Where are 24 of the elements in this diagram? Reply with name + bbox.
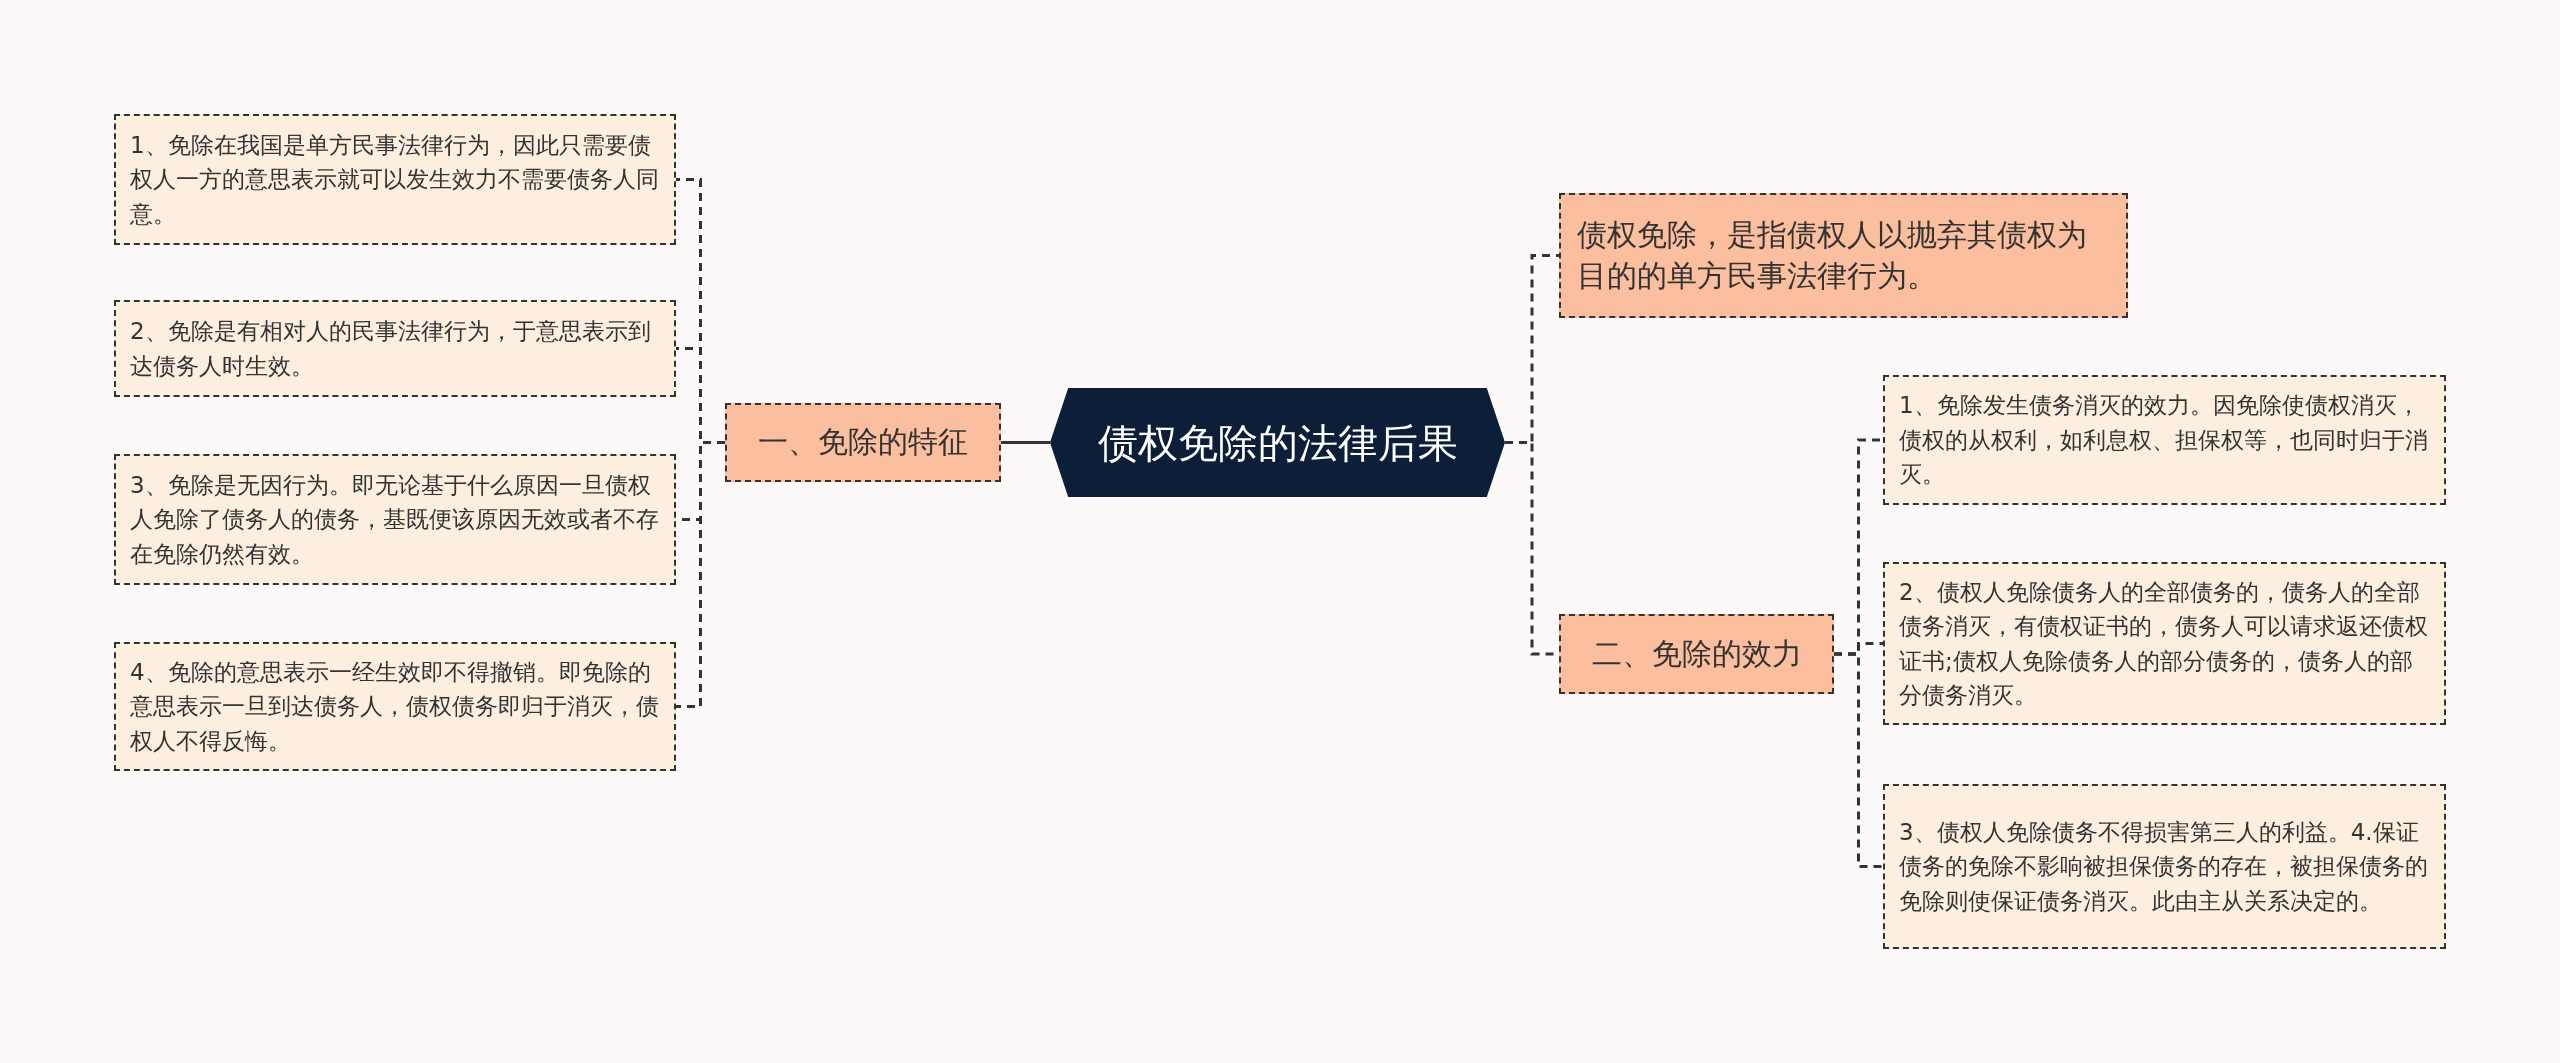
node-text: 二、免除的效力 [1591,634,1802,673]
connector-line [1834,652,1883,868]
node-text: 债权免除，是指债权人以抛弃其债权为目的的单方民事法律行为。 [1577,216,2088,295]
topic-box [1559,193,2128,318]
note-box [114,454,676,585]
note-box [1883,784,2446,949]
connector-line [676,441,725,708]
node-text: 一、免除的特征 [758,423,968,462]
topic-box [725,403,1001,482]
central-title: 债权免除的法律后果 [1097,418,1458,468]
node-text: 3、免除是无因行为。即无论基于什么原因一旦债权人免除了债务人的债务，基既便该原因无效或者不存在免除仍然有效。 [130,470,660,569]
node-text: 2、债权人免除债务人的全部债务的，债务人的全部债务消灭，有债权证书的，债务人可以请求返还债权证书;债权人免除债务人的部分债务的，债务人的部分债务消灭。 [1899,577,2429,710]
node-text: 4、免除的意思表示一经生效即不得撤销。即免除的意思表示一旦到达债务人，债权债务即归于消灭，债权人不得反悔。 [130,657,660,756]
connector-line [1001,441,1050,444]
node-text: 3、债权人免除债务不得损害第三人的利益。4.保证债务的免除不影响被担保债务的存在，被担保债务的免除则使保证债务消灭。此由主从关系决定的。 [1899,817,2429,916]
topic-box [1559,614,1834,694]
note-box [114,114,676,245]
note-box [114,300,676,397]
note-box [1883,375,2446,505]
node-text: 1、免除在我国是单方民事法律行为，因此只需要债权人一方的意思表示就可以发生效力不需要债务人同意。 [130,130,660,229]
node-text: 1、免除发生债务消灭的效力。因免除使债权消灭，债权的从权利，如利息权、担保权等，也同时归于消灭。 [1899,391,2429,490]
node-text: 2、免除是有相对人的民事法律行为，于意思表示到达债务人时生效。 [130,317,652,381]
note-box [1883,562,2446,725]
note-box [114,642,676,771]
